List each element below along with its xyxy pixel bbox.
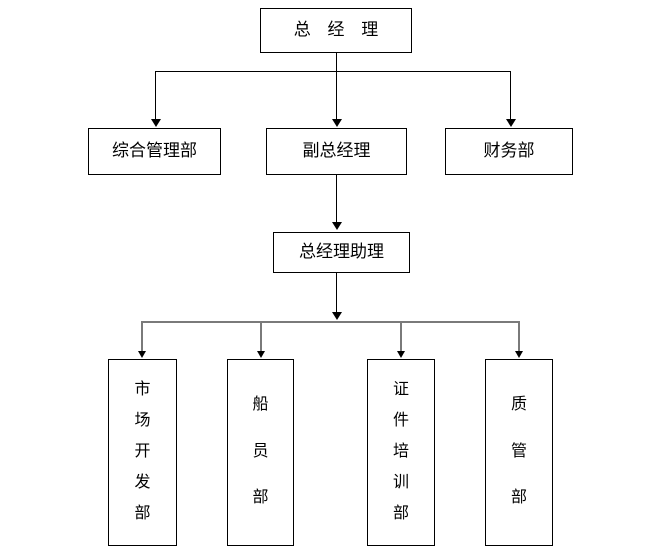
arrowhead-assistant-bus bbox=[332, 312, 342, 320]
connector-bus-to-market bbox=[141, 321, 143, 353]
node-certificate-training-dept-char-5: 部 bbox=[392, 504, 409, 522]
connector-gm-to-finance bbox=[510, 71, 511, 121]
node-crew-dept-char-2: 员 bbox=[252, 442, 269, 460]
connector-gm-to-admin bbox=[155, 71, 156, 121]
arrowhead-admin bbox=[151, 119, 161, 127]
arrowhead-quality-dept bbox=[515, 351, 523, 358]
node-general-manager-label: 总 经 理 bbox=[293, 20, 385, 40]
arrowhead-deputy-gm bbox=[332, 119, 342, 127]
node-deputy-general-manager[interactable]: 副总经理 bbox=[266, 128, 407, 175]
node-certificate-training-dept[interactable]: 证 件 培 训 部 bbox=[367, 359, 435, 546]
node-crew-dept-char-3: 部 bbox=[252, 489, 269, 507]
node-general-manager-assistant[interactable]: 总经理助理 bbox=[273, 232, 410, 273]
arrowhead-market-dept bbox=[138, 351, 146, 358]
connector-gm-stem bbox=[336, 53, 337, 71]
node-certificate-training-dept-char-2: 件 bbox=[392, 411, 409, 429]
arrowhead-cert-training-dept bbox=[397, 351, 405, 358]
node-crew-dept-char-1: 船 bbox=[252, 396, 269, 414]
arrowhead-gm-assistant bbox=[332, 222, 342, 230]
node-finance-dept[interactable]: 财务部 bbox=[445, 128, 573, 175]
connector-gm-bus bbox=[155, 71, 511, 72]
node-quality-management-dept[interactable]: 质 管 部 bbox=[485, 359, 553, 546]
connector-bottom-bus bbox=[142, 321, 520, 323]
arrowhead-crew-dept bbox=[257, 351, 265, 358]
node-market-development-dept[interactable]: 市 场 开 发 部 bbox=[108, 359, 177, 546]
connector-bus-to-crew bbox=[260, 321, 262, 353]
connector-bus-to-cert-training bbox=[400, 321, 402, 353]
node-quality-management-dept-char-2: 管 bbox=[510, 442, 527, 460]
node-market-development-dept-char-4: 发 bbox=[134, 473, 151, 491]
node-deputy-general-manager-label: 副总经理 bbox=[302, 141, 371, 161]
node-crew-dept[interactable]: 船 员 部 bbox=[227, 359, 294, 546]
node-general-manager[interactable]: 总 经 理 bbox=[260, 8, 412, 53]
node-market-development-dept-char-2: 场 bbox=[134, 411, 151, 429]
connector-assistant-stem bbox=[336, 273, 337, 313]
node-market-development-dept-char-3: 开 bbox=[134, 442, 151, 460]
node-market-development-dept-char-1: 市 bbox=[134, 380, 151, 398]
node-certificate-training-dept-char-4: 训 bbox=[392, 473, 409, 491]
node-quality-management-dept-char-3: 部 bbox=[510, 489, 527, 507]
node-finance-dept-label: 财务部 bbox=[483, 141, 535, 161]
node-market-development-dept-char-5: 部 bbox=[134, 504, 151, 522]
node-certificate-training-dept-char-3: 培 bbox=[392, 442, 409, 460]
node-integrated-management-dept-label: 综合管理部 bbox=[112, 141, 197, 161]
connector-bus-to-quality bbox=[518, 321, 520, 353]
connector-deputy-to-assistant bbox=[336, 175, 337, 224]
node-general-manager-assistant-label: 总经理助理 bbox=[299, 242, 384, 262]
node-quality-management-dept-char-1: 质 bbox=[510, 396, 527, 414]
connector-gm-to-deputy bbox=[336, 71, 337, 121]
arrowhead-finance bbox=[506, 119, 516, 127]
node-integrated-management-dept[interactable]: 综合管理部 bbox=[88, 128, 221, 175]
node-certificate-training-dept-char-1: 证 bbox=[392, 380, 409, 398]
